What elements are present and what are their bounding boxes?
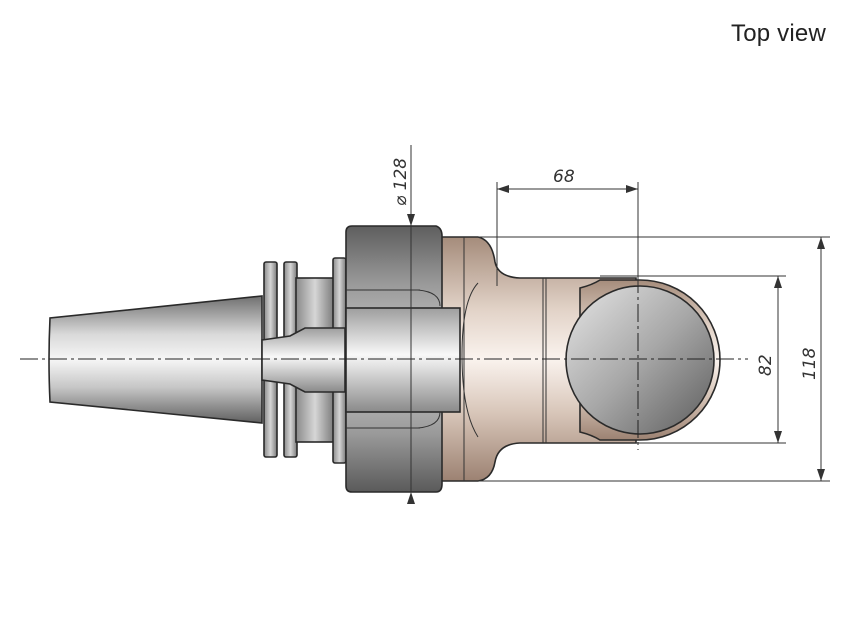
- outer-height-label: 118: [800, 347, 820, 380]
- inner-height-label: 82: [756, 354, 776, 376]
- diameter-dimension: ⌀ 128: [391, 145, 415, 504]
- view-title: Top view: [731, 20, 826, 47]
- width-dimension: 68: [496, 167, 639, 286]
- width-label: 68: [553, 167, 575, 187]
- inner-height-dimension: 82: [600, 275, 786, 444]
- drive-shaft: [261, 327, 346, 393]
- taper-shank: [48, 295, 263, 424]
- diameter-label: ⌀ 128: [391, 158, 411, 206]
- flange: [345, 225, 461, 493]
- outer-height-dimension: 118: [478, 236, 830, 482]
- cutter-disc: [565, 285, 715, 435]
